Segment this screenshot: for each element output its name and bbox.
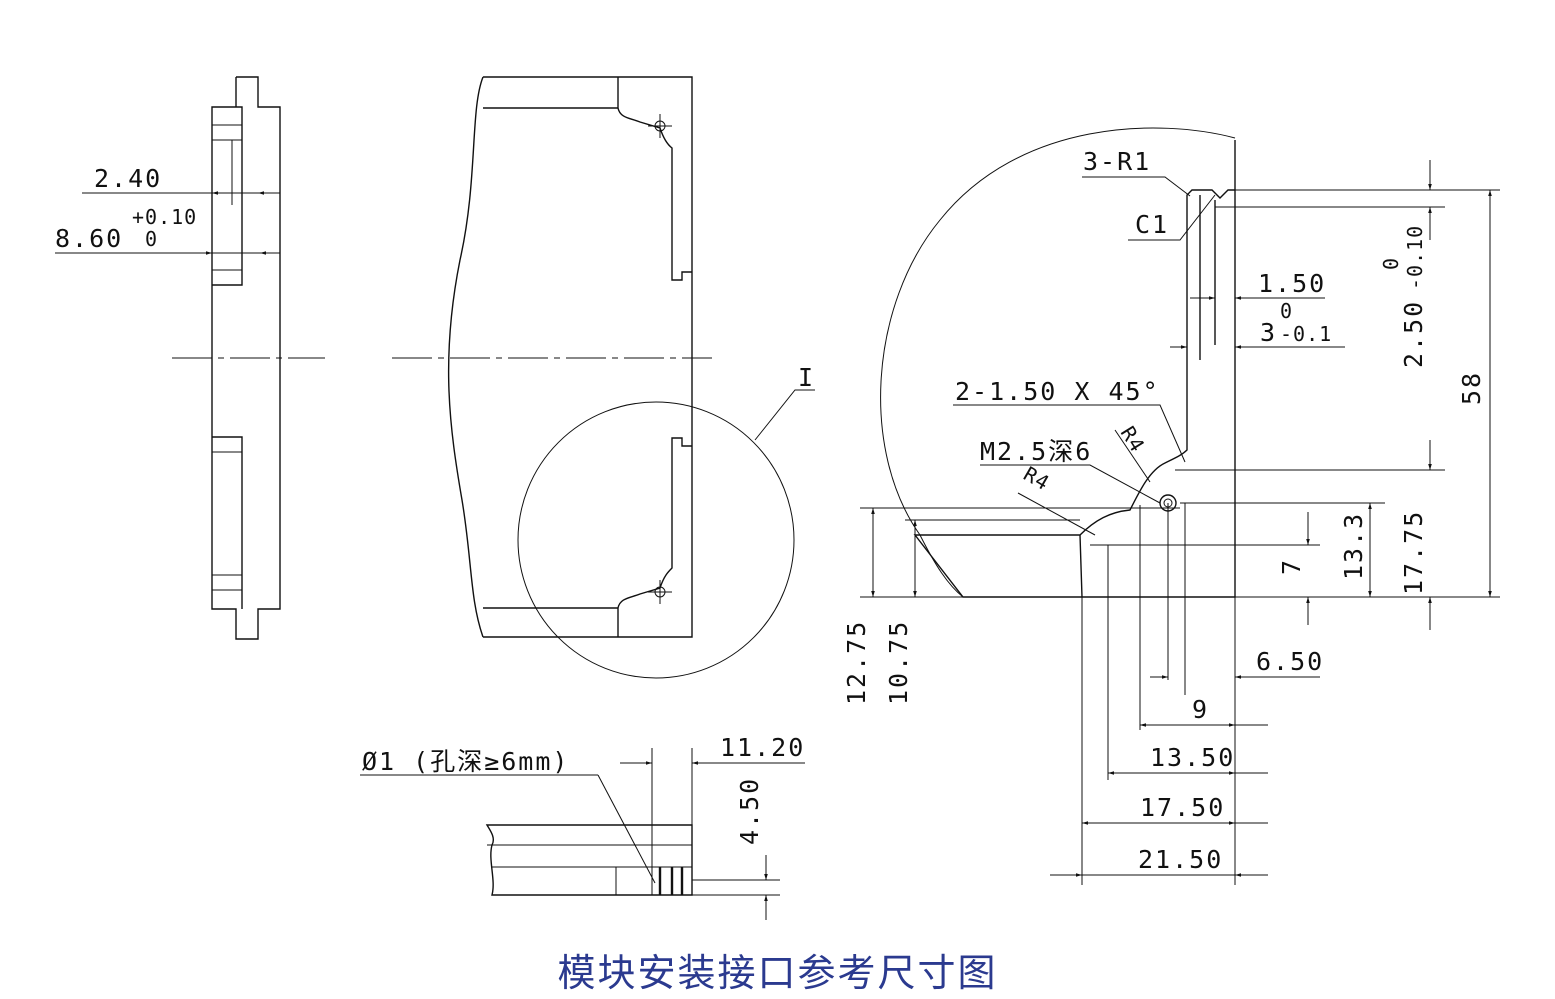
bottom-view-outline (485, 824, 693, 896)
dim-21-50: 21.50 (1138, 845, 1223, 874)
detail-part-outline (913, 140, 1236, 598)
bottom-dim-height: 4.50 (735, 777, 764, 845)
side-view-outline (211, 76, 281, 640)
side-dim-width: 2.40 (94, 164, 162, 193)
note-r4-lower: R4 (1020, 462, 1055, 496)
dim-2-50: 2.50 (1399, 300, 1428, 368)
side-view: 2.40 8.60 +0.10 0 (55, 76, 325, 640)
detail-circle (517, 401, 795, 679)
dim-17-50: 17.50 (1140, 793, 1225, 822)
dim-2-50-tol-upper: 0 (1379, 257, 1403, 270)
hole-note: Ø1 (孔深≥6mm) (362, 747, 569, 776)
detail-label: I (798, 363, 815, 392)
bottom-dim-offset: 11.20 (720, 733, 805, 762)
bottom-view: Ø1 (孔深≥6mm) 11.20 4.50 (360, 733, 805, 920)
front-view: I (392, 76, 815, 679)
dim-13-50: 13.50 (1150, 743, 1235, 772)
dim-9: 9 (1192, 695, 1209, 724)
dim-3-tol-upper: 0 (1280, 299, 1293, 323)
figure-caption: 模块安装接口参考尺寸图 (557, 951, 998, 995)
dim-13-3: 13.3 (1339, 512, 1368, 580)
detail-boundary (880, 127, 1236, 598)
side-dim-depth: 8.60 (55, 224, 123, 253)
dim-1-50: 1.50 (1258, 269, 1326, 298)
dim-2-50-tol-lower: -0.10 (1403, 225, 1427, 290)
side-tol-lower: 0 (145, 227, 158, 251)
dim-3-tol-lower: -0.1 (1280, 322, 1332, 346)
note-r4-upper: R4 (1116, 422, 1150, 457)
dim-3: 3 (1260, 318, 1277, 347)
dim-10-75: 10.75 (884, 620, 913, 705)
dim-7: 7 (1277, 558, 1306, 575)
note-3-r1: 3-R1 (1083, 147, 1151, 176)
dim-17-75: 17.75 (1399, 510, 1428, 595)
dim-12-75: 12.75 (842, 620, 871, 705)
side-tol-upper: +0.10 (132, 205, 197, 229)
note-thread: M2.5深6 (980, 437, 1092, 466)
dim-58: 58 (1457, 371, 1486, 405)
technical-drawing: 2.40 8.60 +0.10 0 I Ø1 (孔深≥6mm) 11.20 4.… (55, 76, 1500, 920)
detail-view: 3-R1 C1 2-1.50 X 45° M2.5深6 R4 R4 1.50 0… (842, 127, 1500, 885)
note-chamfer-45: 2-1.50 X 45° (955, 377, 1160, 406)
dim-6-50: 6.50 (1256, 647, 1324, 676)
note-c1: C1 (1135, 210, 1169, 239)
front-view-outline (447, 76, 693, 638)
